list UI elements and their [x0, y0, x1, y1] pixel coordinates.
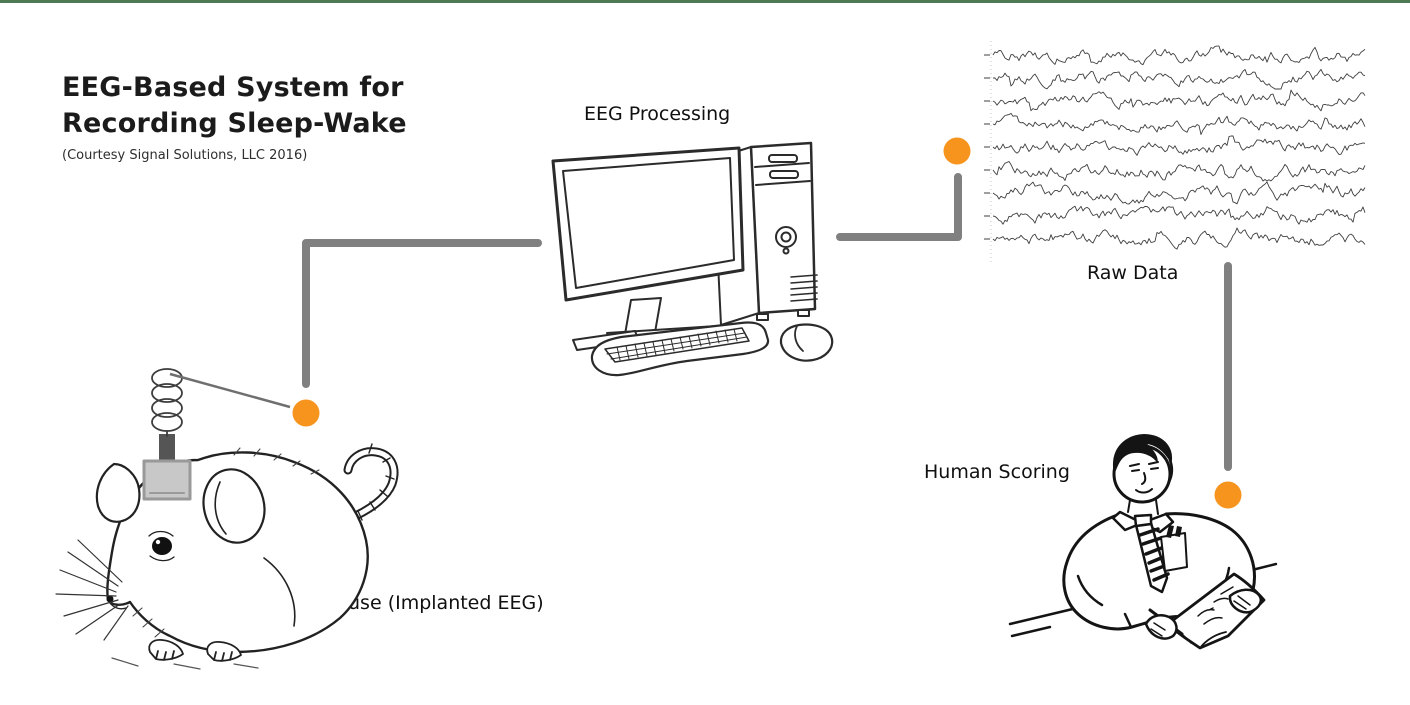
top-border-rect — [0, 0, 1410, 3]
computer-mouse-button-line — [794, 325, 804, 352]
tower-foot — [756, 313, 769, 321]
node-dot-scoring — [1214, 481, 1242, 509]
mouse-front-paw — [148, 639, 184, 661]
eeg-trace — [984, 135, 1366, 156]
eeg-trace — [984, 112, 1366, 135]
title-credit: (Courtesy Signal Solutions, LLC 2016) — [62, 148, 308, 163]
keyboard-key-ticks — [616, 328, 738, 361]
face-features — [1129, 461, 1159, 494]
power-led — [782, 247, 790, 255]
mouse-body-outline — [106, 451, 369, 654]
tower-panel-lines — [754, 162, 811, 186]
mouse-nose — [106, 595, 114, 603]
paper-curl — [1199, 631, 1227, 649]
connector-mouse-to-processing — [302, 239, 542, 388]
label-eeg-processing: EEG Processing — [584, 103, 731, 125]
mouse-mouth — [109, 602, 127, 610]
eeg-trace — [984, 45, 1366, 66]
label-human-scoring: Human Scoring — [924, 461, 1070, 483]
page-title-line1: EEG-Based System for — [62, 72, 404, 103]
computer-illustration — [551, 141, 834, 377]
page-title-line2: Recording Sleep-Wake — [62, 108, 407, 139]
power-button-inner — [780, 231, 792, 243]
mouse-illustration — [55, 368, 399, 670]
eeg-trace — [984, 68, 1366, 90]
tower-foot — [797, 309, 810, 317]
hand-finger-lines — [1150, 622, 1166, 637]
node-dot-rawdata — [943, 137, 971, 165]
keyboard-row-lines — [606, 332, 748, 360]
node-dot-mouse — [292, 399, 320, 427]
pen-tip — [1181, 633, 1192, 644]
mouse-fur-ticks — [132, 447, 320, 638]
mouse-haunch-line — [263, 557, 296, 627]
tie-stripes — [1138, 527, 1170, 582]
mouse-eye-ring — [148, 530, 175, 562]
tether-wire — [169, 372, 291, 409]
top-border-line — [0, 0, 1410, 3]
mouse-right-ear-inner — [214, 481, 227, 535]
tower-bay-slot — [768, 154, 798, 163]
hair-side — [1167, 458, 1174, 484]
human-scorer-illustration — [1008, 434, 1278, 650]
eeg-trace — [984, 227, 1366, 250]
label-raw-data: Raw Data — [1087, 262, 1179, 284]
title-block: EEG-Based System for Recording Sleep-Wak… — [62, 70, 407, 163]
mouse-whiskers — [55, 539, 129, 641]
keyboard-key-plate — [604, 327, 750, 363]
hair — [1113, 434, 1173, 472]
eeg-trace — [984, 205, 1366, 225]
tower-bay-slot — [769, 170, 799, 179]
computer-mouse — [779, 323, 834, 362]
connector-processing-to-rawdata — [836, 173, 962, 241]
hand-finger-lines — [1233, 595, 1251, 610]
tie-knot — [1133, 513, 1153, 528]
ground-hatch — [111, 657, 259, 670]
tower-vents — [790, 274, 818, 302]
paper-scribbles — [1197, 586, 1234, 625]
mouse-front-paw — [206, 641, 242, 662]
mouse-eye-highlight — [155, 539, 161, 545]
implant-stem — [159, 434, 175, 464]
eeg-trace — [984, 89, 1366, 112]
pocket-pens — [1166, 525, 1182, 538]
mouse-left-ear — [95, 462, 141, 523]
neck-lines — [1127, 499, 1159, 515]
eeg-trace — [984, 181, 1366, 205]
eeg-traces-panel — [984, 41, 1366, 264]
monitor-screen — [562, 157, 735, 289]
eeg-trace — [984, 161, 1366, 182]
label-mouse-implanted-eeg: Mouse (Implanted EEG) — [320, 592, 544, 614]
